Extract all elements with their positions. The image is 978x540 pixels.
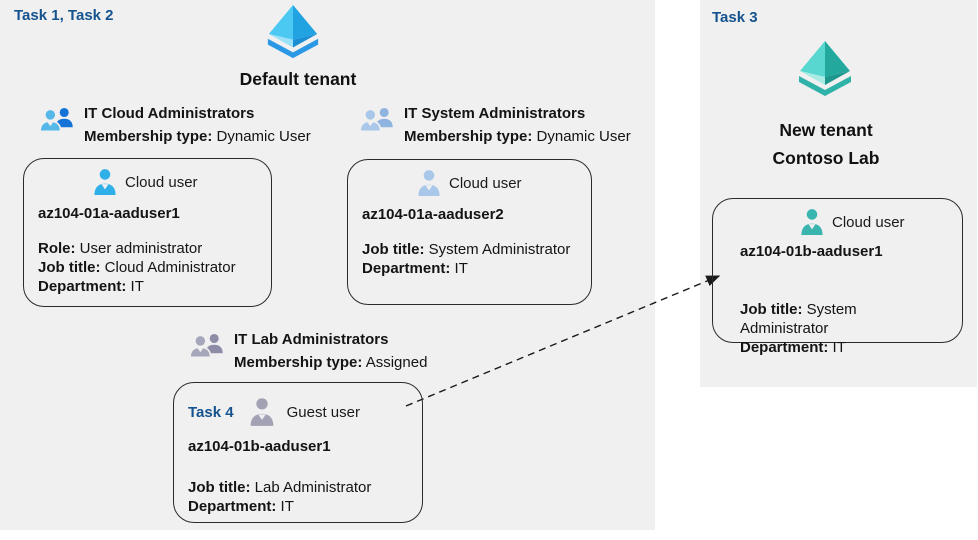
cloud-user-card-aaduser2: Cloud user az104-01a-aaduser2 Job title:… <box>347 159 592 305</box>
user-group-icon <box>359 107 393 133</box>
new-tenant-cloud-user-card: Cloud user az104-01b-aaduser1 Job title:… <box>712 198 963 356</box>
person-icon <box>801 209 823 235</box>
detail-department: Department: IT <box>362 260 468 277</box>
group-title: IT Cloud Administrators <box>84 105 255 122</box>
user-card-header: Cloud user <box>92 167 257 197</box>
user-name: az104-01a-aaduser2 <box>362 206 504 223</box>
default-tenant-panel <box>0 0 655 530</box>
new-tenant-title: New tenant Contoso Lab <box>726 120 926 169</box>
group-it-system-administrators: IT System Administrators Membership type… <box>358 104 631 147</box>
user-card-header: Cloud user <box>799 207 948 237</box>
detail-role: Role: User administrator <box>38 240 203 257</box>
user-details: Role: User administrator Job title: Clou… <box>38 239 257 296</box>
group-it-lab-administrators: IT Lab Administrators Membership type: A… <box>188 330 427 373</box>
detail-job-title: Job title: Cloud Administrator <box>38 259 236 276</box>
user-card-header: Task 4 Guest user <box>188 397 408 427</box>
person-icon <box>94 169 116 195</box>
azure-ad-tenant-teal-icon <box>793 40 857 100</box>
user-details: Job title: System Administrator Departme… <box>362 240 577 278</box>
user-name: az104-01b-aaduser1 <box>740 243 883 260</box>
user-type-label: Cloud user <box>125 173 198 191</box>
group-title: IT System Administrators <box>404 105 586 122</box>
user-details: Job title: System Administrator Departme… <box>740 300 948 357</box>
default-tenant-title: Default tenant <box>239 69 357 89</box>
azure-ad-tenant-icon <box>262 4 324 62</box>
detail-job-title: Job title: System Administrator <box>362 241 571 258</box>
detail-job-title: Job title: System Administrator <box>740 301 857 337</box>
user-details: Job title: Lab Administrator Department:… <box>188 478 408 516</box>
user-group-icon <box>189 333 223 359</box>
new-tenant-line2: Contoso Lab <box>772 148 880 168</box>
user-type-label: Cloud user <box>832 213 905 231</box>
group-it-cloud-administrators: IT Cloud Administrators Membership type:… <box>38 104 311 147</box>
group-header: IT System Administrators Membership type… <box>404 104 631 147</box>
user-name: az104-01b-aaduser1 <box>188 438 331 455</box>
group-header: IT Lab Administrators Membership type: A… <box>234 330 427 373</box>
detail-department: Department: IT <box>740 339 846 356</box>
task-1-2-label: Task 1, Task 2 <box>14 7 114 24</box>
user-type-label: Cloud user <box>449 174 522 192</box>
detail-department: Department: IT <box>188 498 294 515</box>
user-group-icon <box>39 107 73 133</box>
person-icon <box>250 398 273 426</box>
group-title: IT Lab Administrators <box>234 331 389 348</box>
user-type-label: Guest user <box>286 403 360 421</box>
task-3-label: Task 3 <box>712 9 758 26</box>
user-card-header: Cloud user <box>416 168 577 198</box>
cloud-user-card-aaduser1: Cloud user az104-01a-aaduser1 Role: User… <box>23 158 272 307</box>
person-icon <box>418 170 440 196</box>
group-membership: Membership type: Assigned <box>234 354 428 371</box>
group-membership: Membership type: Dynamic User <box>84 128 311 145</box>
guest-user-card: Task 4 Guest user az104-01b-aaduser1 Job… <box>173 382 423 523</box>
detail-department: Department: IT <box>38 278 144 295</box>
new-tenant-line1: New tenant <box>779 120 873 140</box>
task-4-label: Task 4 <box>188 403 234 421</box>
group-membership: Membership type: Dynamic User <box>404 128 631 145</box>
group-header: IT Cloud Administrators Membership type:… <box>84 104 311 147</box>
user-name: az104-01a-aaduser1 <box>38 205 180 222</box>
detail-job-title: Job title: Lab Administrator <box>188 479 372 496</box>
